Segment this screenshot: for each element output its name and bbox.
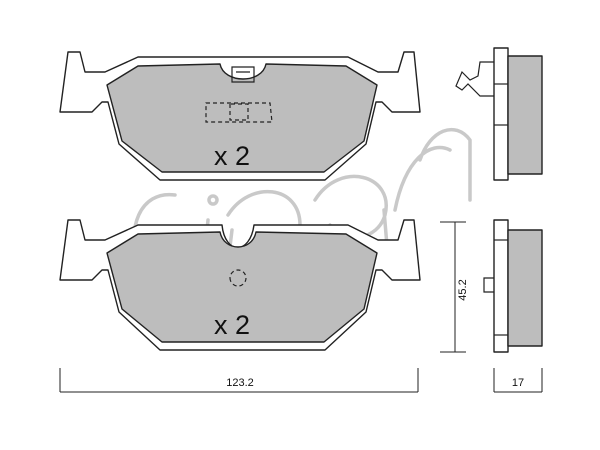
bottom-side-view [483,219,543,353]
bottom-dashed-circle [229,269,247,287]
top-side-backing [493,47,509,181]
height-dimension: 45.2 [440,221,469,353]
bottom-friction-pad [106,231,378,343]
thickness-dimension: 17 [493,368,543,393]
top-side-friction [507,55,543,175]
wear-sensor-clip [231,66,255,83]
bottom-brake-pad: x 2 [59,219,421,351]
width-value: 123.2 [226,377,254,389]
thickness-value: 17 [512,377,524,389]
width-dimension: 123.2 [59,368,419,393]
height-value: 45.2 [457,279,469,300]
bottom-quantity-label: x 2 [214,310,250,340]
top-side-clip [455,61,494,97]
sensor-dashed-outline [205,102,273,123]
bottom-side-friction [507,229,543,347]
top-friction-pad [106,63,378,173]
top-quantity-label: x 2 [214,141,250,171]
top-brake-pad: x 2 [59,51,421,181]
top-side-view [455,47,543,181]
